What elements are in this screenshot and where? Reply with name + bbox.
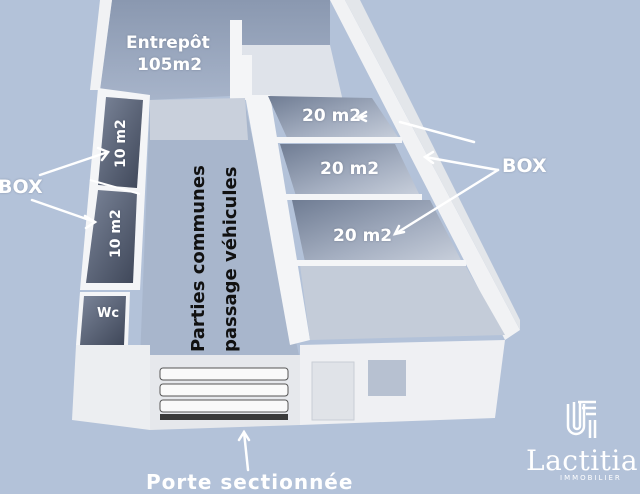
outer-wall-right (330, 0, 520, 340)
common-area-line1: Parties communes (188, 165, 209, 352)
brand-logo-icon (566, 400, 597, 438)
bottom-caption-partial: Porte sectionnée (146, 470, 354, 494)
entry-door (311, 361, 355, 421)
brand-tagline: IMMOBILIER (560, 474, 622, 482)
floor-plan-3d (30, 0, 597, 472)
box-callout-right: BOX (502, 155, 547, 177)
brand-name: Lactitia (526, 444, 639, 477)
common-passage (140, 98, 300, 360)
common-area-line2: passage véhicules (220, 166, 241, 352)
garage-door (159, 367, 289, 420)
small-box-1-area: 10 m2 (113, 119, 129, 168)
front-facade (72, 340, 505, 430)
window (368, 360, 406, 396)
large-boxes-block (245, 95, 505, 345)
box-callout-left: BOX (0, 176, 43, 198)
warehouse-name: Entrepôt (126, 33, 210, 53)
callout-arrows (30, 110, 500, 472)
small-boxes-column (76, 88, 150, 345)
wc-label: Wc (97, 306, 120, 321)
large-box-1-area: 20 m2 (302, 106, 362, 126)
large-box-3-area: 20 m2 (333, 226, 393, 246)
warehouse-area: 105m2 (137, 55, 203, 75)
large-box-2-area: 20 m2 (320, 159, 380, 179)
small-box-2-area: 10 m2 (108, 209, 124, 258)
warehouse-room (90, 0, 345, 110)
